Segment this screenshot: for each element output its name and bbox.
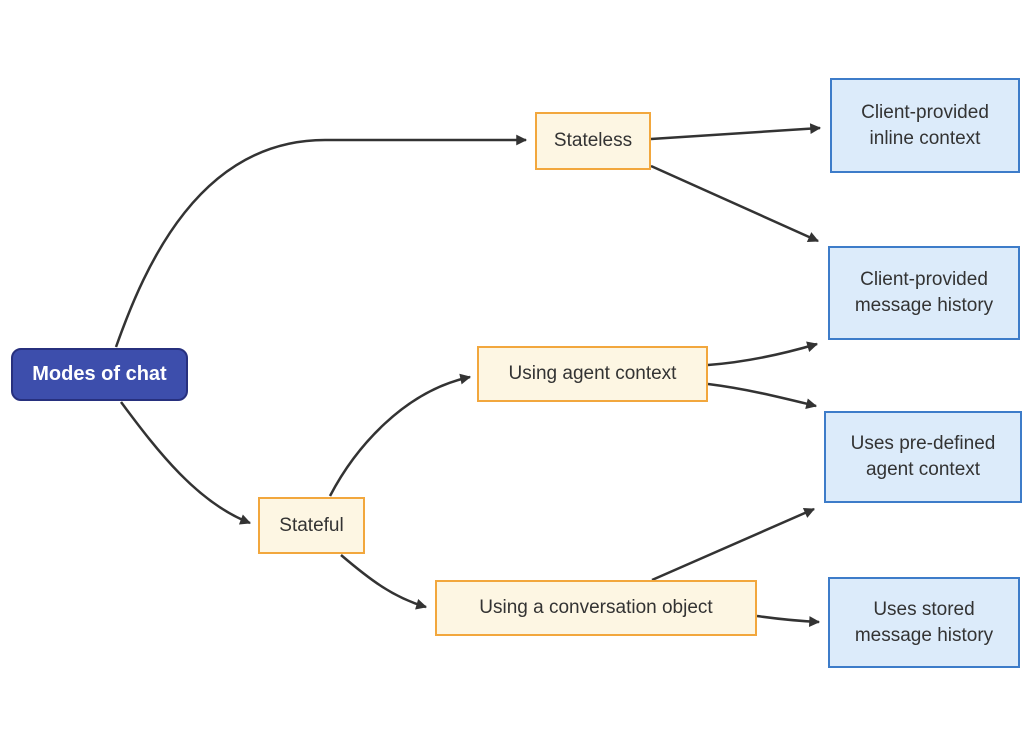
node-stateless: Stateless	[535, 112, 651, 170]
node-label: Client-provided inline context	[861, 101, 989, 149]
edge-modes-to-stateful	[119, 401, 252, 525]
edge-stateless-to-message-history	[650, 164, 819, 243]
node-label: Client-provided message history	[854, 269, 994, 316]
edge-conversation-object-to-stored-history	[756, 614, 821, 627]
edge-conversation-object-to-predefined-context	[651, 507, 815, 582]
edge-stateful-to-agent-context	[328, 373, 472, 497]
node-client-provided-inline-context: Client-provided inline context	[830, 78, 1020, 173]
node-client-provided-message-history: Client-provided message history	[828, 246, 1020, 340]
node-modes-of-chat: Modes of chat	[11, 348, 188, 401]
edge-agent-context-to-predefined-context	[707, 382, 818, 409]
edge-modes-to-stateless	[114, 134, 528, 348]
edge-stateless-to-inline-context	[650, 123, 822, 141]
node-label: Modes of chat	[32, 363, 167, 385]
node-stateful: Stateful	[258, 497, 365, 554]
node-uses-pre-defined-agent-context: Uses pre-defined agent context	[824, 411, 1022, 503]
edge-agent-context-to-message-history	[707, 341, 819, 367]
node-label: Stateless	[553, 130, 633, 152]
node-label: Uses stored message history	[854, 598, 994, 646]
edge-stateful-to-conversation-object	[340, 554, 428, 610]
node-label: Using agent context	[508, 363, 677, 385]
node-label: Using a conversation object	[479, 597, 713, 619]
node-using-agent-context: Using agent context	[477, 346, 708, 402]
node-label: Uses pre-defined agent context	[850, 433, 996, 480]
node-label: Stateful	[279, 514, 344, 536]
node-using-a-conversation-object: Using a conversation object	[435, 580, 757, 636]
node-uses-stored-message-history: Uses stored message history	[828, 577, 1020, 668]
